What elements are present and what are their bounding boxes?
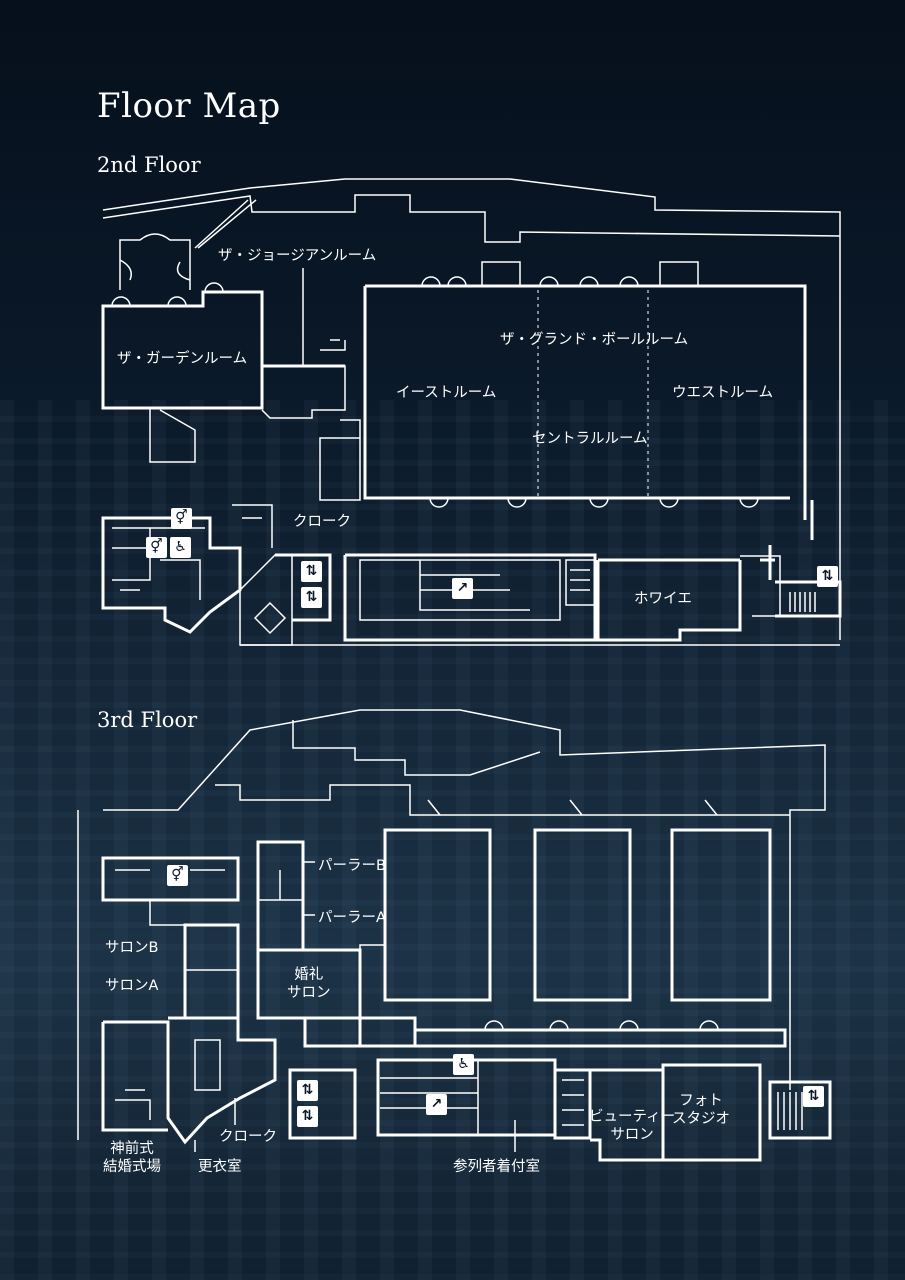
room-label-parlor-a: パーラーA xyxy=(318,910,386,926)
floor3-title: 3rd Floor xyxy=(97,708,198,732)
accessible-restroom-icon: ♿ xyxy=(453,1054,474,1075)
floor2-title: 2nd Floor xyxy=(97,153,201,177)
room-label-beauty-line2: サロン xyxy=(610,1127,654,1144)
accessible-restroom-icon: ♿ xyxy=(170,537,191,558)
restroom-icon: ⚥ xyxy=(167,865,188,886)
room-label-attendee-dressing: 参列者着付室 xyxy=(453,1159,540,1175)
room-label-dressing: 更衣室 xyxy=(198,1159,242,1175)
room-label-grand-ballroom: ザ・グランド・ボールルーム xyxy=(500,332,689,348)
escalator-icon: ↗ xyxy=(452,578,473,599)
room-label-shinto-chapel: 神前式 結婚式場 xyxy=(103,1140,161,1176)
room-label-shinto-line2: 結婚式場 xyxy=(103,1159,161,1176)
room-label-wedding-salon-line1: 婚礼 xyxy=(294,967,324,983)
room-label-west: ウエストルーム xyxy=(672,385,774,401)
room-label-wedding-salon-line2: サロン xyxy=(287,985,331,1002)
room-label-east: イーストルーム xyxy=(396,385,497,401)
room-label-beauty-salon: ビューティー サロン xyxy=(589,1108,675,1144)
elevator-icon: ⇅ xyxy=(297,1106,318,1127)
page-title: Floor Map xyxy=(97,86,281,126)
room-label-parlor-b: パーラーB xyxy=(318,858,386,874)
room-label-cloak-3f: クローク xyxy=(219,1129,277,1145)
room-label-shinto-line1: 神前式 xyxy=(110,1141,154,1157)
room-label-cloak-2f: クローク xyxy=(293,514,351,530)
restroom-icon: ⚥ xyxy=(171,508,192,529)
room-label-garden: ザ・ガーデンルーム xyxy=(117,351,248,367)
room-label-foyer: ホワイエ xyxy=(634,591,692,607)
room-label-photo-line2: スタジオ xyxy=(672,1111,730,1128)
escalator-icon: ↗ xyxy=(426,1094,447,1115)
room-label-beauty-line1: ビューティー xyxy=(589,1109,676,1125)
room-label-salon-b: サロンB xyxy=(105,940,159,956)
elevator-icon: ⇅ xyxy=(803,1086,824,1107)
room-label-wedding-salon: 婚礼 サロン xyxy=(287,966,331,1002)
restroom-icon: ⚥ xyxy=(146,537,167,558)
room-label-georgian: ザ・ジョージアンルーム xyxy=(218,248,377,264)
elevator-icon: ⇅ xyxy=(301,587,322,608)
room-label-central: セントラルルーム xyxy=(532,431,648,447)
elevator-icon: ⇅ xyxy=(817,566,838,587)
elevator-icon: ⇅ xyxy=(297,1080,318,1101)
room-label-salon-a: サロンA xyxy=(105,978,159,994)
elevator-icon: ⇅ xyxy=(301,561,322,582)
room-label-photo-studio: フォト スタジオ xyxy=(672,1092,730,1128)
room-label-photo-line1: フォト xyxy=(679,1093,723,1109)
